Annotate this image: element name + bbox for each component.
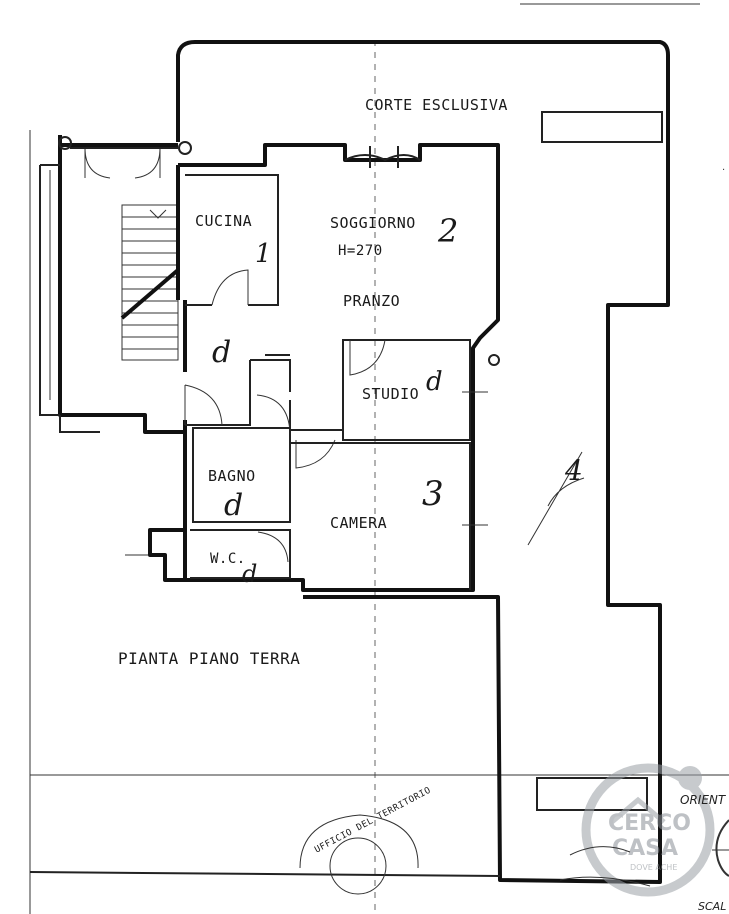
wc-walls — [190, 529, 291, 579]
watermark-line2: CASA — [612, 836, 678, 861]
room-label-wc: W.C. — [210, 551, 246, 567]
court-fixture-top — [541, 111, 663, 143]
column-circle — [488, 354, 500, 366]
court-boundary — [176, 40, 670, 884]
room-label-studio: STUDIO — [362, 385, 419, 403]
cercocasa-watermark: CERCO CASA DOVE ACHE — [581, 763, 715, 897]
apartment-walls — [148, 143, 500, 592]
wc-door — [257, 531, 289, 563]
room-label-cucina: CUCINA — [195, 212, 252, 230]
annotation-d-pranzo: d — [212, 335, 231, 370]
watermark-line3: DOVE ACHE — [630, 863, 677, 872]
studio-door — [349, 339, 386, 376]
annotation-cucina-number: 1 — [255, 239, 272, 269]
room-label-pranzo: PRANZO — [343, 292, 400, 310]
annotation-soggiorno-number: 2 — [437, 212, 458, 250]
plan-title: PIANTA PIANO TERRA — [118, 649, 300, 668]
camera-walls — [290, 442, 471, 590]
annotation-camera-number: 3 — [422, 474, 444, 514]
annotation-d-bagno: d — [224, 488, 243, 523]
house-icon — [610, 796, 666, 824]
scribble-bottom — [559, 846, 651, 887]
hallway-walls — [185, 354, 343, 431]
room-height-label: H=270 — [338, 243, 383, 259]
room-label-camera: CAMERA — [330, 514, 387, 532]
entry-door — [184, 384, 223, 426]
entrance-bottom-wall — [59, 415, 100, 433]
bagno-door — [295, 439, 336, 469]
hall-door — [256, 394, 291, 433]
cucina-walls — [185, 174, 279, 306]
orientation-label: ORIENT — [680, 793, 727, 807]
room-label-bagno: BAGNO — [208, 467, 256, 485]
cucina-door — [211, 269, 249, 306]
bagno-walls — [192, 427, 291, 523]
court-pencil-mark — [527, 451, 585, 546]
studio-walls — [342, 339, 471, 441]
watermark-line1: CERCO — [608, 811, 691, 836]
staircase — [120, 204, 180, 361]
annotation-corte-number: 4 — [564, 454, 583, 487]
court-inner-line — [29, 871, 501, 877]
soggiorno-bay — [344, 154, 421, 162]
compass-rose — [715, 819, 729, 877]
scale-label: SCAL — [698, 900, 726, 913]
entrance-door-swing — [84, 147, 161, 179]
margin-mark: . — [722, 162, 725, 173]
entrance-left-wall — [39, 164, 60, 416]
annotation-d-wc: d — [242, 560, 257, 588]
annotation-d-studio: d — [426, 367, 443, 397]
entrance-column-right — [178, 141, 192, 155]
cadastral-stamp: UFFICIO DEL TERRITORIO — [299, 786, 433, 895]
entrance-column-left — [58, 136, 72, 150]
room-label-soggiorno: SOGGIORNO — [330, 214, 416, 232]
room-label-corte: CORTE ESCLUSIVA — [365, 96, 508, 114]
apartment-left-wall — [176, 165, 187, 530]
